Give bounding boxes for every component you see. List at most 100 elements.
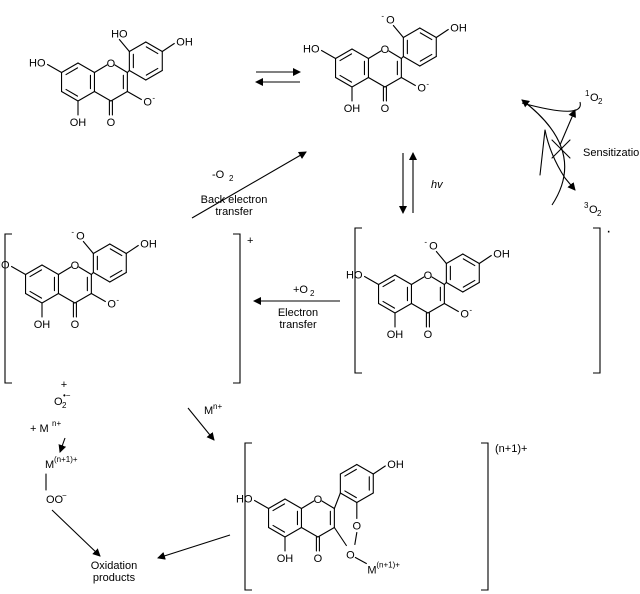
bond — [400, 76, 416, 87]
bond — [125, 244, 139, 255]
oxygen-2prime-anion: O — [386, 15, 395, 27]
double-bond — [339, 492, 358, 504]
bracket-excited-left — [354, 227, 362, 374]
bond — [431, 276, 445, 286]
chelate-metal-charge: (n+1)+ — [376, 561, 400, 570]
superoxide-superscript: •− — [63, 391, 71, 400]
bond — [57, 266, 72, 276]
oxygen-3-charge: - — [426, 80, 429, 89]
bond — [384, 76, 402, 88]
double-bond-inner — [382, 279, 396, 288]
oh-5: OH — [34, 319, 51, 331]
oxygen-3-charge: - — [116, 296, 119, 305]
bond — [402, 27, 421, 39]
double-bond-inner — [339, 74, 353, 83]
bond — [114, 64, 128, 74]
bond — [427, 302, 445, 314]
double-bond-inner — [145, 67, 159, 76]
double-bond-inner — [29, 269, 43, 278]
bond — [284, 526, 303, 538]
bond — [300, 500, 315, 510]
double-bond-inner — [272, 524, 286, 533]
bond — [367, 50, 382, 60]
bracket-complex-left — [244, 442, 252, 591]
carbonyl-oxygen: O — [71, 319, 80, 331]
bond — [284, 498, 303, 510]
chelate-oxygen-3prime: O — [353, 521, 362, 533]
oh-5: OH — [344, 103, 361, 115]
bond — [77, 90, 96, 102]
bond — [41, 292, 60, 304]
oh-5: OH — [70, 117, 87, 129]
chelate-oxygen-3: O — [346, 550, 355, 562]
double-bond — [419, 55, 437, 67]
oxygen-3-anion: O — [107, 299, 116, 311]
back-electron-transfer-arrow — [191, 151, 307, 219]
oh-4prime: OH — [493, 249, 510, 261]
carbonyl-oxygen: O — [314, 553, 323, 565]
radical-cation-charge: + — [247, 235, 253, 247]
oxidation-products-label-1: Oxidation — [91, 560, 137, 572]
double-bond-inner — [344, 490, 357, 499]
double-bond-inner — [109, 269, 123, 278]
ring-oxygen: O — [314, 494, 323, 506]
bond — [93, 90, 112, 102]
bond — [92, 271, 111, 283]
sensitization-label: Sensitization — [583, 147, 640, 159]
double-bond-inner — [419, 53, 433, 62]
ring-oxygen: O — [424, 270, 433, 282]
oxygen-3-anion: O — [417, 83, 426, 95]
double-bond — [334, 48, 353, 60]
double-bond-inner — [29, 290, 43, 299]
double-bond-inner — [462, 279, 476, 288]
bond — [321, 500, 335, 510]
double-bond — [109, 271, 127, 283]
bond — [392, 24, 404, 39]
sensitization-singlet-branch — [521, 101, 581, 112]
plus-sign: + — [61, 379, 67, 391]
bond — [161, 42, 175, 53]
oh-2prime: HO — [111, 29, 128, 41]
sensitization-cross-b — [551, 139, 571, 159]
metal-complex-charge: (n+1)+ — [54, 455, 78, 464]
oxygen-3-anion: O — [143, 97, 152, 109]
bracket-complex-right — [481, 442, 489, 591]
bond — [128, 41, 147, 53]
bond — [126, 90, 142, 101]
back-electron-transfer-label-2: transfer — [215, 206, 253, 218]
metal-peroxide-label: OO — [46, 494, 64, 506]
bond — [394, 302, 413, 314]
complex-charge-label: (n+1)+ — [495, 443, 527, 455]
bond — [253, 499, 270, 510]
oxygen-3-anion: O — [460, 309, 469, 321]
oh-7: HO — [303, 44, 320, 56]
metal-ion-left-label: + M — [30, 423, 49, 435]
bond — [372, 465, 386, 475]
bracket-radical-cation-right — [233, 233, 241, 384]
radical-dot: · — [606, 223, 611, 240]
double-bond — [267, 526, 286, 538]
carbonyl-oxygen: O — [381, 103, 390, 115]
double-bond — [60, 90, 79, 102]
superoxide-subscript: 2 — [62, 401, 67, 410]
double-bond — [334, 76, 353, 88]
oh-7: HO — [29, 58, 46, 70]
electron-transfer-label-2: transfer — [279, 319, 317, 331]
bond — [57, 292, 76, 304]
bond — [90, 292, 106, 303]
oh-4prime: OH — [140, 239, 157, 251]
bond — [410, 276, 425, 286]
sensitization-oxygen-curve — [521, 99, 566, 206]
oh-4prime: OH — [450, 23, 467, 35]
double-bond-inner — [109, 248, 123, 257]
oxygen-3-charge: - — [469, 306, 472, 315]
oh-4prime: OH — [176, 37, 193, 49]
bond — [402, 55, 421, 67]
metal-ion-right-charge: n+ — [213, 402, 222, 411]
bond — [77, 62, 96, 74]
double-bond — [377, 302, 396, 314]
bond — [128, 69, 147, 81]
